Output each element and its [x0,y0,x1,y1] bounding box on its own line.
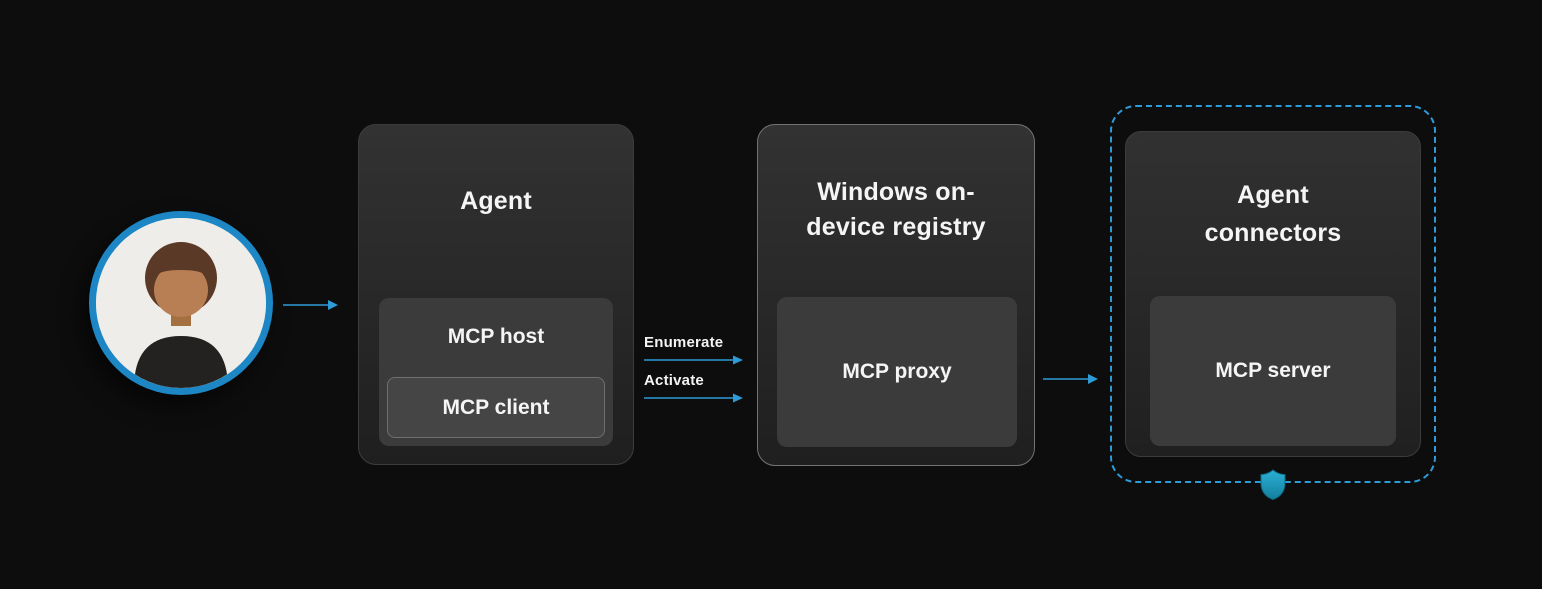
connectors-title: Agent connectors [1204,181,1342,247]
mcp-server-label: MCP server [1215,359,1331,382]
mcp-host-label: MCP host [447,325,545,348]
agent-title: Agent [460,187,532,215]
registry-panel: Windows on-device registry MCP proxy [757,124,1035,466]
enumerate-label: Enumerate [644,334,724,351]
security-shield-icon [1260,469,1286,500]
activate-label: Activate [644,372,704,389]
arrow-registry-to-connectors-icon [1043,374,1098,384]
registry-title: Windows on-device registry [806,178,986,241]
mcp-host-box: MCP host MCP client [379,298,613,446]
arrow-user-to-agent-icon [283,300,338,310]
mcp-proxy-box: MCP proxy [777,297,1017,447]
mcp-proxy-label: MCP proxy [842,360,952,383]
security-boundary-frame: Agent connectors MCP server [1110,105,1436,500]
agent-panel: Agent MCP host MCP client [358,124,634,465]
user-avatar [89,211,273,395]
mcp-server-box: MCP server [1150,296,1396,446]
user-photo-icon [96,218,266,388]
mcp-client-box: MCP client [387,377,605,438]
mcp-client-label: MCP client [442,395,550,419]
connectors-panel: Agent connectors MCP server [1125,131,1421,457]
arrow-activate-icon [644,393,743,403]
arrow-enumerate-icon [644,355,743,365]
